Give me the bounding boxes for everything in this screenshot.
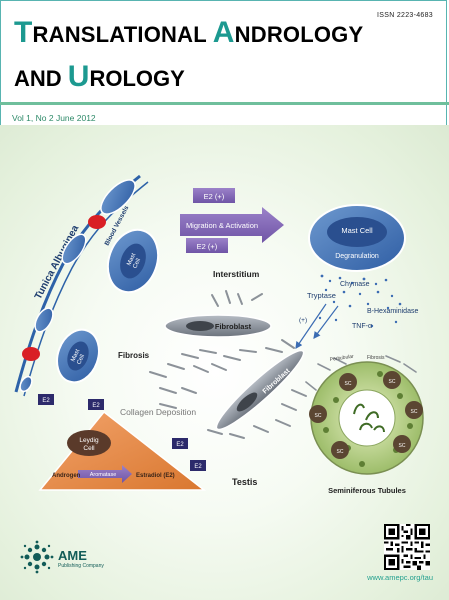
fibroblast-diagonal: Fibroblast xyxy=(215,349,305,431)
title-initial-a: A xyxy=(212,16,235,49)
peritubular-fibers xyxy=(305,355,417,391)
collagen-deposition-label: Collagen Deposition xyxy=(120,407,196,417)
e2-label: E2 xyxy=(176,442,184,448)
e2-box xyxy=(88,399,104,410)
volume-issue: Vol 1, No 2 June 2012 xyxy=(12,113,96,123)
migration-activation-label: Migration & Activation xyxy=(186,221,258,230)
e2-plus-box-top xyxy=(193,188,235,203)
mast-cell-large: Mast Cell Degranulation xyxy=(308,204,406,272)
testis-label: Testis xyxy=(232,477,257,487)
issn: ISSN 2223-4683 xyxy=(377,12,433,19)
leydig-label-2: Cell xyxy=(83,445,95,452)
mast-cell-lower: MastCell xyxy=(56,328,100,384)
b-hexaminidase-label: B-Hexaminidase xyxy=(367,308,418,315)
sc-label: SC xyxy=(389,379,396,385)
androgen-label: Androgen xyxy=(52,473,81,479)
migration-arrow xyxy=(180,207,284,243)
granules xyxy=(318,274,402,328)
tryptase-arrow-2 xyxy=(313,305,339,339)
estradiol-label: Estradiol (E2) xyxy=(136,473,175,479)
mast-cell-upper: MastCell xyxy=(106,228,160,294)
seminiferous-tubule: SC SC SC SC SC SC xyxy=(309,361,424,475)
mast-cell-lower-label: MastCell xyxy=(70,348,87,365)
fibrosis-small-label: Fibrosis xyxy=(367,355,385,361)
red-blood-cell xyxy=(88,215,106,229)
e2-plus-box-bottom xyxy=(186,238,228,253)
tryptase-label: Tryptase xyxy=(307,291,336,300)
mast-cell-large-label: Mast Cell xyxy=(341,226,373,235)
leydig-label-1: Leydig xyxy=(79,437,99,444)
fibrosis-label: Fibrosis xyxy=(118,351,150,360)
mast-cell-upper-label: MastCell xyxy=(126,252,143,269)
title-line-1: TRANSLATIONAL ANDROLOGY xyxy=(14,18,363,48)
aromatase-label: Aromatase xyxy=(90,472,117,478)
seminiferous-tubules-label: Seminiferous Tubules xyxy=(328,486,406,495)
e2-box xyxy=(38,394,54,405)
degranulation-label: Degranulation xyxy=(335,253,379,260)
header-divider xyxy=(0,102,449,105)
e2-label: E2 xyxy=(92,403,100,409)
title-word-ranslational: RANSLATIONAL xyxy=(32,22,213,47)
title-word-and: AND xyxy=(14,66,68,91)
publisher-subtitle: Publishing Company xyxy=(58,563,104,569)
sc-label: SC xyxy=(411,409,418,415)
journal-title: TRANSLATIONAL ANDROLOGY AND UROLOGY xyxy=(14,18,363,92)
leydig-cell-triangle: Leydig Cell Androgen Aromatase Estradiol… xyxy=(38,410,207,491)
interstitium-label: Interstitium xyxy=(213,269,260,279)
tryptase-arrow xyxy=(295,303,327,349)
title-initial-t: T xyxy=(14,16,33,49)
sc-label: SC xyxy=(337,449,344,455)
ame-logo-icon xyxy=(20,540,54,574)
vessel-ellipse xyxy=(34,307,54,333)
aromatase-arrow xyxy=(78,465,132,483)
tnf-alpha-label: TNF-α xyxy=(352,323,372,330)
e2-plus-label-bottom: E2 (+) xyxy=(197,242,218,251)
vessel-ellipse xyxy=(61,233,87,265)
publisher-name: AME xyxy=(58,548,87,563)
e2-label: E2 xyxy=(194,464,202,470)
chymase-label: Chymase xyxy=(340,281,370,288)
collagen-fibers xyxy=(149,290,307,439)
title-word-rology: ROLOGY xyxy=(89,66,185,91)
e2-box xyxy=(172,438,188,449)
journal-url[interactable]: www.amepc.org/tau xyxy=(367,573,433,582)
sc-label: SC xyxy=(315,413,322,419)
plus-label: (+) xyxy=(299,317,307,324)
red-blood-cell xyxy=(22,347,40,361)
sc-label: SC xyxy=(399,443,406,449)
peritubular-label: Peritubular xyxy=(329,354,354,363)
vessel-ellipse xyxy=(100,179,136,215)
sc-label: SC xyxy=(345,381,352,387)
title-line-2: AND UROLOGY xyxy=(14,62,363,92)
e2-box xyxy=(190,460,206,471)
vessel-ellipse xyxy=(19,375,33,393)
e2-plus-label-top: E2 (+) xyxy=(204,192,225,201)
e2-label: E2 xyxy=(42,398,50,404)
qr-code-icon xyxy=(384,524,430,570)
title-word-ndrology: NDROLOGY xyxy=(234,22,364,47)
tunica-albuginea-label: Tunica Albuginea xyxy=(33,223,82,301)
fibroblast-label-1: Fibroblast xyxy=(215,322,252,331)
title-initial-u: U xyxy=(67,60,90,93)
fibroblast-horizontal: Fibroblast xyxy=(164,314,272,338)
